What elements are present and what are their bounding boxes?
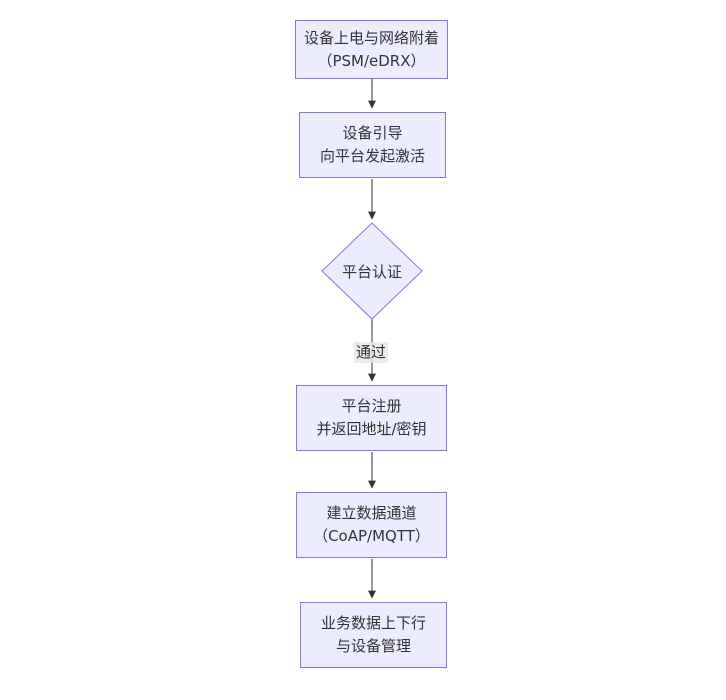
node-text-line: 设备上电与网络附着 bbox=[303, 28, 439, 47]
node-text-line: 平台注册 bbox=[341, 397, 402, 415]
node-text-line: （PSM/eDRX） bbox=[317, 51, 426, 70]
node-text-line: 业务数据上下行 bbox=[320, 614, 426, 632]
flow-node-business-data: 业务数据上下行 与设备管理 bbox=[300, 602, 447, 668]
node-text-line: 设备引导 bbox=[342, 124, 403, 142]
edge-label-pass: 通过 bbox=[354, 342, 389, 363]
node-text-line: 与设备管理 bbox=[335, 637, 411, 655]
decision-label: 平台认证 bbox=[341, 262, 402, 281]
node-text-line: （CoAP/MQTT） bbox=[313, 527, 430, 545]
flow-node-data-channel: 建立数据通道 （CoAP/MQTT） bbox=[296, 492, 447, 558]
flow-node-platform-register: 平台注册 并返回地址/密钥 bbox=[296, 385, 447, 451]
flow-node-power-attach: 设备上电与网络附着 （PSM/eDRX） bbox=[295, 20, 448, 79]
node-text-line: 建立数据通道 bbox=[326, 504, 417, 522]
node-text-line: 并返回地址/密钥 bbox=[316, 420, 427, 438]
flow-node-bootstrap: 设备引导 向平台发起激活 bbox=[299, 112, 446, 178]
node-text-line: 向平台发起激活 bbox=[319, 147, 425, 165]
